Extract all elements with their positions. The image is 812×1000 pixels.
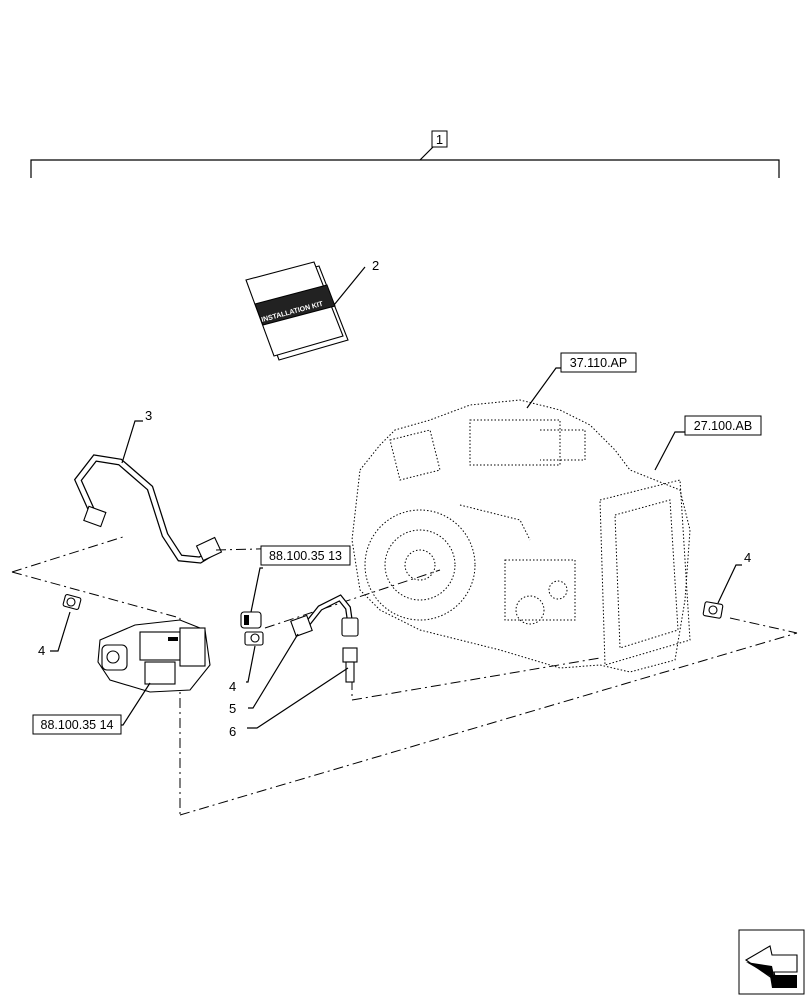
callout-2[interactable]: 2 bbox=[372, 258, 379, 273]
alignment-lines bbox=[11, 535, 798, 816]
arrow-left-icon[interactable] bbox=[738, 929, 805, 995]
svg-text:37.110.AP: 37.110.AP bbox=[570, 356, 627, 370]
transmission-housing[interactable] bbox=[351, 399, 691, 673]
ref-top-box[interactable]: 37.110.AP bbox=[560, 352, 637, 373]
callout-4-middle[interactable]: 4 bbox=[229, 679, 236, 694]
hydraulic-tube[interactable] bbox=[73, 454, 223, 564]
installation-kit-manual[interactable]: INSTALLATION KIT bbox=[245, 261, 349, 361]
ref-valve-box[interactable]: 88.100.35 13 bbox=[260, 545, 351, 566]
plug-middle[interactable] bbox=[244, 631, 264, 646]
callout-4-left[interactable]: 4 bbox=[38, 643, 45, 658]
plug-left[interactable] bbox=[62, 594, 82, 610]
pump-assembly[interactable] bbox=[97, 619, 211, 693]
svg-text:88.100.35 13: 88.100.35 13 bbox=[269, 549, 342, 563]
ref-pump-box[interactable]: 88.100.35 14 bbox=[32, 714, 122, 735]
callout-1[interactable]: 1 bbox=[431, 130, 448, 148]
callout-4-right[interactable]: 4 bbox=[744, 550, 751, 565]
svg-text:1: 1 bbox=[436, 132, 443, 147]
callout-5[interactable]: 5 bbox=[229, 701, 236, 716]
sensor[interactable] bbox=[342, 647, 358, 683]
valve-fitting[interactable] bbox=[240, 611, 262, 629]
plug-right[interactable] bbox=[702, 601, 724, 619]
svg-text:27.100.AB: 27.100.AB bbox=[694, 419, 752, 433]
svg-text:88.100.35 14: 88.100.35 14 bbox=[41, 718, 114, 732]
kit-bracket bbox=[30, 146, 780, 178]
callout-6[interactable]: 6 bbox=[229, 724, 236, 739]
callout-3[interactable]: 3 bbox=[145, 408, 152, 423]
connecting-tube[interactable] bbox=[290, 594, 359, 637]
ref-housing-box[interactable]: 27.100.AB bbox=[684, 415, 762, 436]
